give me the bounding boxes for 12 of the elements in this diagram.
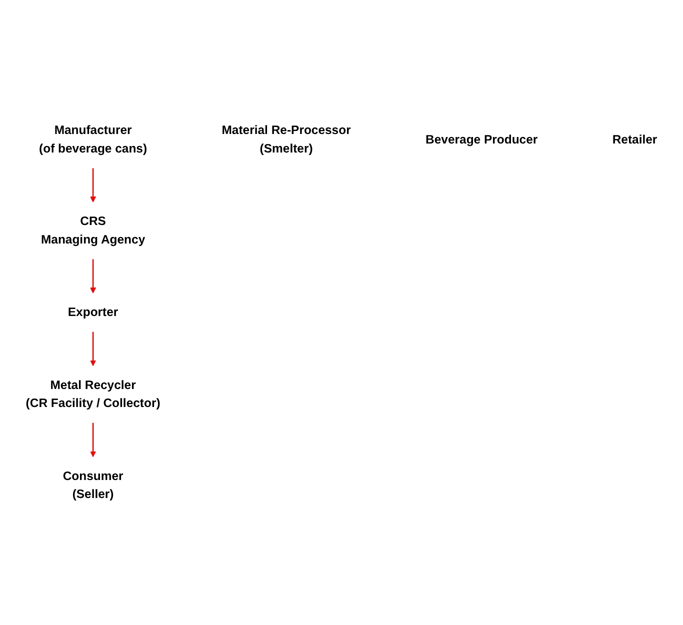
arrow (90, 332, 96, 366)
node-text: Material Re-Processor (Smelter) (222, 123, 351, 156)
node-text: Metal Recycler (CR Facility / Collector) (26, 378, 160, 410)
node-text: Exporter (68, 305, 118, 319)
arrow (90, 422, 96, 458)
node-text: Consumer (Seller) (62, 469, 124, 501)
arrow (90, 259, 96, 294)
node-text: Retailer (612, 132, 658, 146)
node-text: CRS Managing Agency (40, 214, 146, 246)
node-text: Beverage Producer (426, 132, 538, 146)
arrow (90, 168, 96, 202)
node-text: Manufacturer (of beverage cans) (39, 123, 148, 156)
